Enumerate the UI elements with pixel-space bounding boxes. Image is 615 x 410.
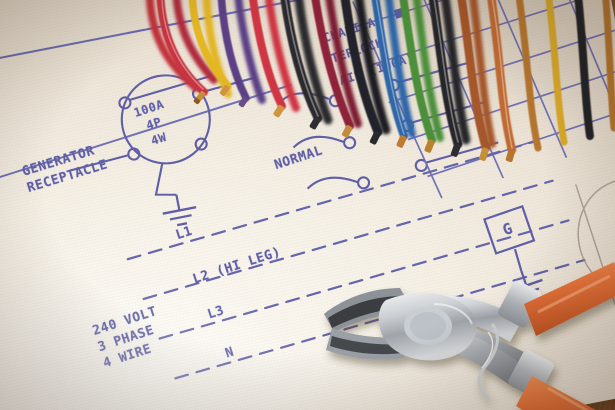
label-conductor-l3: L3 — [205, 303, 227, 323]
wire-copper-tips — [193, 85, 515, 163]
label-conductor-n: N — [223, 344, 236, 362]
label-conductor-l1: L1 — [173, 223, 195, 244]
label-conductor-l2: L2 (HI LEG) — [191, 244, 283, 288]
upper-handle-grip — [524, 262, 615, 336]
label-system-spec: 240 VOLT 3 PHASE 4 WIRE — [90, 304, 159, 372]
lower-handle-grip — [516, 376, 596, 410]
diagonal-cutting-pliers — [324, 262, 615, 410]
wire-bundle — [146, 0, 615, 163]
return-spring — [477, 322, 499, 400]
